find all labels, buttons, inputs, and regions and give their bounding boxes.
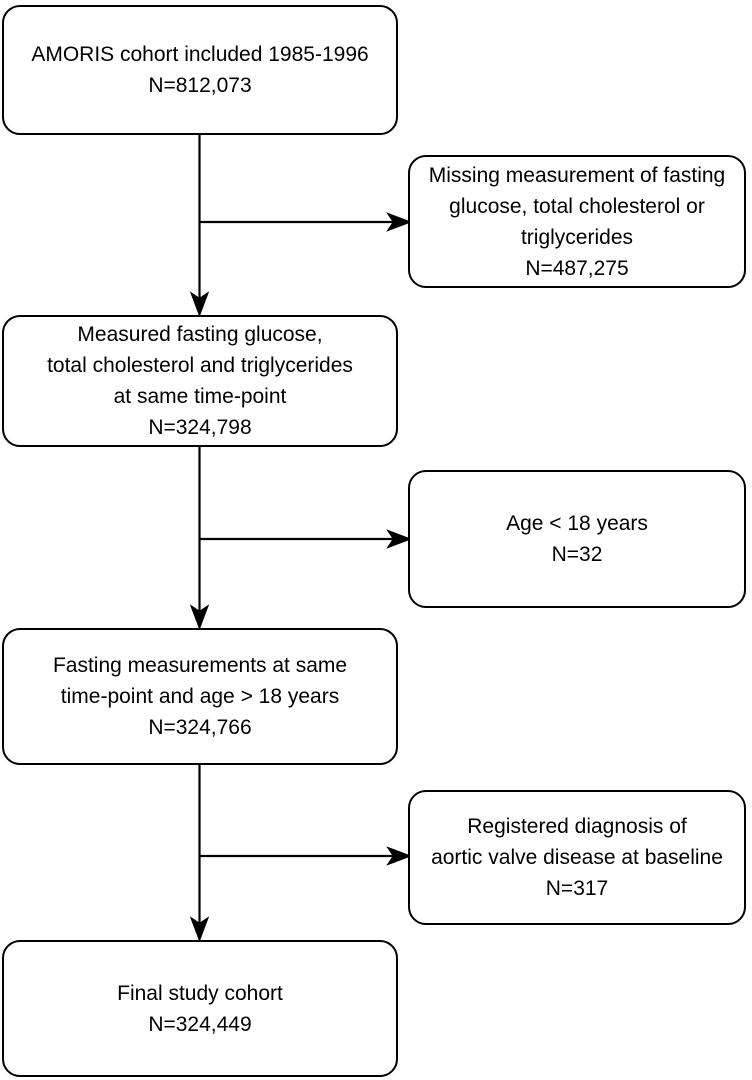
box-text-line: aortic valve disease at baseline [431, 846, 723, 869]
box-count-line: N=32 [551, 543, 603, 566]
box-text-line: time-point and age > 18 years [60, 685, 340, 708]
box-text-line: Measured fasting glucose, [77, 323, 323, 346]
box-count-line: N=317 [545, 877, 609, 900]
box-text-line: Age < 18 years [506, 512, 648, 535]
exclusion-box-aortic-valve-disease: Registered diagnosis of aortic valve dis… [408, 790, 746, 925]
box-text-line: triglycerides [520, 225, 634, 249]
exclusion-box-missing-measurement: Missing measurement of fasting glucose, … [408, 155, 746, 288]
box-count-line: N=324,798 [148, 416, 252, 439]
box-text-line: Final study cohort [117, 981, 283, 1005]
box-text-line: Registered diagnosis of [467, 815, 687, 838]
box-text-line: AMORIS cohort included 1985-1996 [31, 43, 369, 66]
arrow-right-3 [199, 846, 413, 866]
box-text-line: at same time-point [113, 385, 287, 408]
flow-box-amoris-cohort: AMORIS cohort included 1985-1996 N=812,0… [2, 5, 398, 135]
arrow-right-1 [199, 212, 413, 232]
box-count-line: N=812,073 [148, 74, 252, 97]
flow-box-measured-fasting: Measured fasting glucose, total choleste… [2, 315, 398, 447]
box-count-line: N=324,449 [148, 1012, 252, 1036]
arrow-down-1 [189, 135, 210, 318]
box-text-line: glucose, total cholesterol or [449, 194, 705, 218]
arrow-down-3 [189, 765, 210, 943]
box-count-line: N=324,766 [148, 716, 252, 739]
box-text-line: Missing measurement of fasting [428, 163, 726, 187]
arrow-right-2 [199, 529, 413, 549]
flow-box-final-cohort: Final study cohort N=324,449 [2, 940, 398, 1077]
box-text-line: total cholesterol and triglycerides [47, 354, 353, 377]
arrow-down-2 [189, 447, 210, 631]
box-count-line: N=487,275 [525, 256, 629, 280]
flow-box-fasting-age: Fasting measurements at same time-point … [2, 628, 398, 765]
exclusion-box-age-under-18: Age < 18 years N=32 [408, 470, 746, 608]
box-text-line: Fasting measurements at same [52, 654, 348, 677]
